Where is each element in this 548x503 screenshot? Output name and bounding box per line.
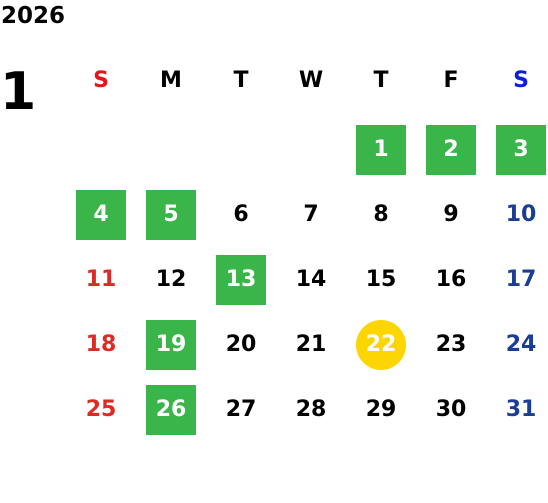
day-cell[interactable]: 11 [85, 267, 117, 292]
day-cell-marked[interactable]: 3 [496, 125, 546, 175]
day-cell[interactable]: 15 [365, 267, 397, 292]
weekday-label: S [93, 68, 109, 93]
day-cell-marked[interactable]: 1 [356, 125, 406, 175]
day-cell[interactable]: 6 [233, 202, 249, 227]
day-cell[interactable]: 16 [435, 267, 467, 292]
day-cell[interactable]: 27 [225, 397, 257, 422]
day-cell-today[interactable]: 22 [356, 320, 406, 370]
day-cell[interactable]: 21 [295, 332, 327, 357]
day-cell[interactable]: 17 [505, 267, 537, 292]
day-cell[interactable]: 29 [365, 397, 397, 422]
year-label: 2026 [1, 3, 66, 29]
day-cell[interactable]: 30 [435, 397, 467, 422]
day-cell[interactable]: 18 [85, 332, 117, 357]
day-cell[interactable]: 23 [435, 332, 467, 357]
day-cell-marked[interactable]: 26 [146, 385, 196, 435]
day-cell[interactable]: 20 [225, 332, 257, 357]
day-cell[interactable]: 25 [85, 397, 117, 422]
weekday-label: W [298, 68, 324, 93]
day-cell-marked[interactable]: 5 [146, 190, 196, 240]
day-cell[interactable]: 24 [505, 332, 537, 357]
weekday-label: F [443, 68, 459, 93]
weekday-label: S [513, 68, 529, 93]
weekday-label: T [373, 68, 389, 93]
day-cell-marked[interactable]: 13 [216, 255, 266, 305]
day-cell[interactable]: 8 [373, 202, 389, 227]
day-cell[interactable]: 7 [303, 202, 319, 227]
month-number: 1 [0, 62, 37, 122]
day-cell[interactable]: 9 [443, 202, 459, 227]
day-cell-marked[interactable]: 2 [426, 125, 476, 175]
day-cell[interactable]: 10 [505, 202, 537, 227]
day-cell[interactable]: 14 [295, 267, 327, 292]
day-cell-marked[interactable]: 19 [146, 320, 196, 370]
day-cell[interactable]: 31 [505, 397, 537, 422]
day-cell-marked[interactable]: 4 [76, 190, 126, 240]
weekday-label: T [233, 68, 249, 93]
day-cell[interactable]: 12 [155, 267, 187, 292]
day-cell[interactable]: 28 [295, 397, 327, 422]
weekday-label: M [160, 68, 182, 93]
